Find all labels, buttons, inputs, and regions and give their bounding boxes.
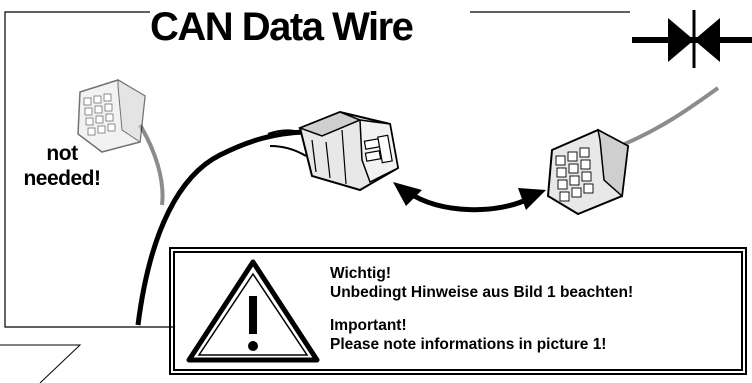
unused-connector (77, 79, 146, 153)
not-needed-line-2: needed! (23, 167, 101, 190)
notice-de-heading: Wichtig! (330, 265, 391, 282)
notice-en-text: Please note informations in picture 1! (330, 336, 607, 353)
main-cable (135, 129, 306, 326)
gray-cable-right (614, 86, 720, 150)
notice-en-heading: Important! (330, 317, 407, 334)
page-corner (0, 344, 82, 383)
main-connector (297, 110, 400, 192)
warning-notice: Wichtig! Unbedingt Hinweise aus Bild 1 b… (169, 247, 747, 375)
notice-text: Wichtig! Unbedingt Hinweise aus Bild 1 b… (330, 264, 633, 354)
mating-connector (546, 128, 630, 216)
gray-cable-left (138, 123, 165, 206)
notice-de-text: Unbedingt Hinweise aus Bild 1 beachten! (330, 284, 634, 301)
warning-triangle-icon (186, 259, 320, 363)
double-arrow-icon (393, 182, 546, 213)
splice-symbol-icon (632, 10, 752, 68)
not-needed-line-1: not (46, 142, 78, 165)
diagram-frame (4, 11, 180, 328)
diagram-title: CAN Data Wire (150, 5, 414, 49)
not-needed-label: not needed! (22, 141, 102, 191)
